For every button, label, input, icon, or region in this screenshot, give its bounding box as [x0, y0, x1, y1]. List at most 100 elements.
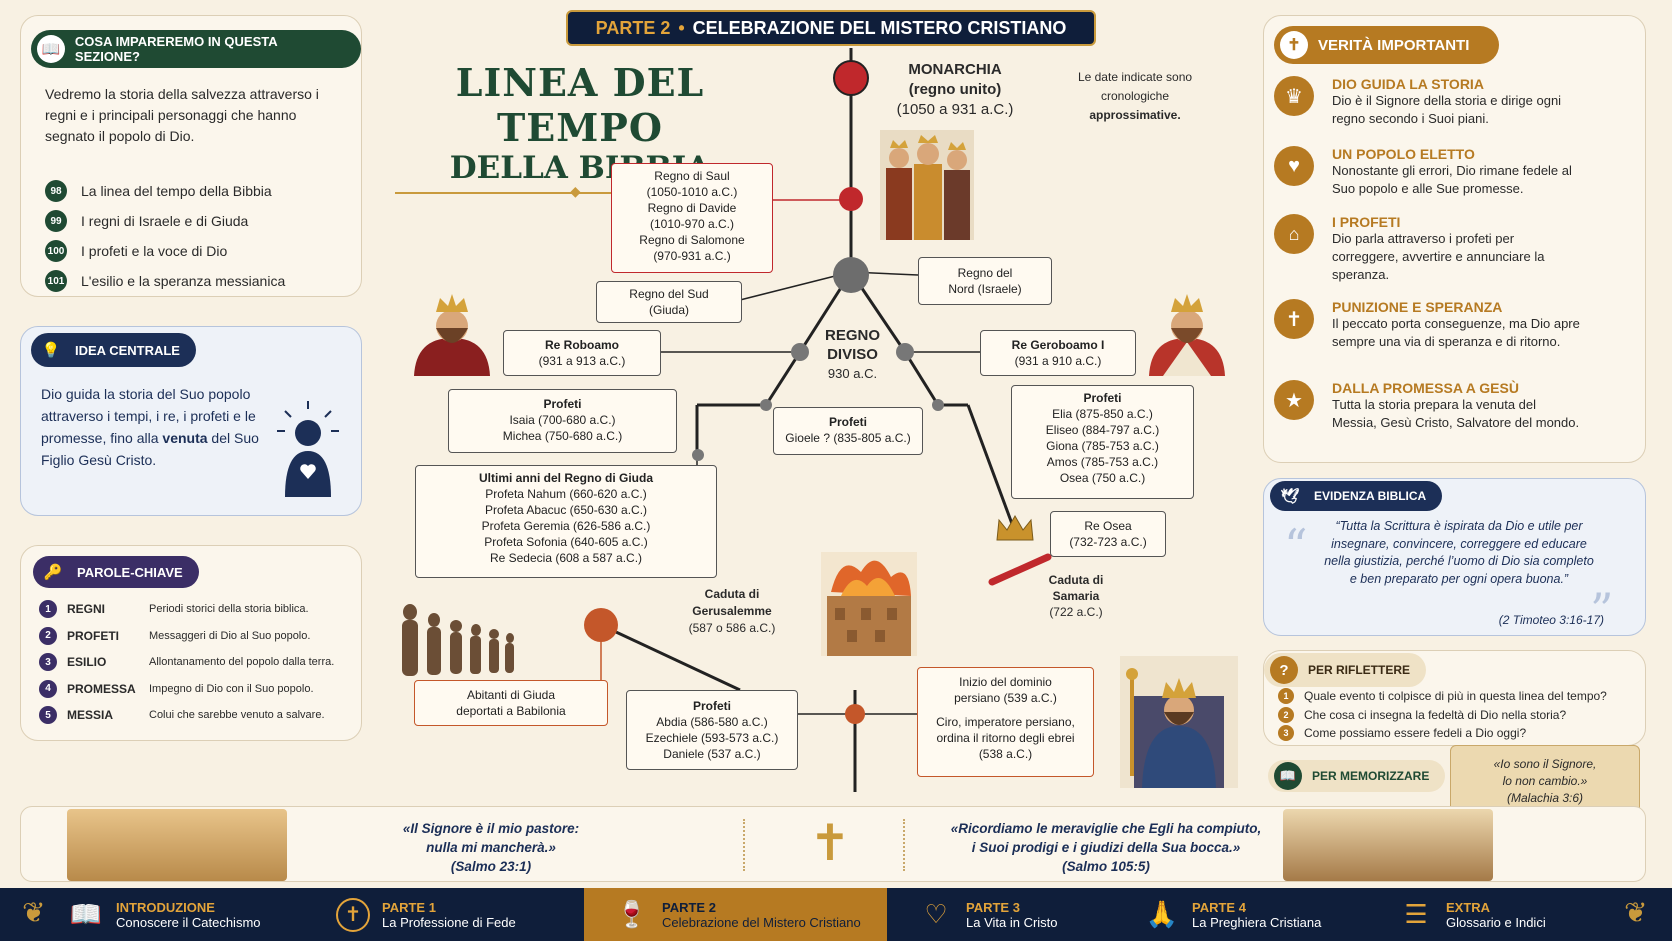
united-kings-box[interactable]: Regno di Saul(1050-1010 a.C.) Regno di D…: [611, 163, 773, 273]
learn-title-pill: 📖 COSA IMPAREREMO IN QUESTA SEZIONE?: [31, 30, 361, 68]
timeline-dot-small: [760, 399, 772, 411]
book-icon: 📖: [69, 899, 103, 929]
kings-illustration: [880, 130, 974, 240]
nav-active-bg: [584, 888, 887, 941]
gold-cross-icon: ✝: [809, 815, 851, 871]
key-icon: 🔑: [43, 564, 63, 581]
evidence-quote: “Tutta la Scrittura è ispirata da Dio e …: [1324, 519, 1594, 586]
timeline-dot-small: [932, 399, 944, 411]
divider: [903, 819, 905, 871]
nav-ornament-right: ❦: [1624, 897, 1648, 928]
praying-hands-icon: 🙏: [1145, 899, 1179, 929]
ornament-divider: ◆: [395, 184, 765, 200]
open-quote-icon: “: [1284, 519, 1308, 573]
burning-city-illustration: [821, 552, 917, 656]
learn-intro: Vedremo la storia della salvezza attrave…: [45, 86, 319, 144]
king-roboamo-illustration: [408, 292, 496, 376]
timeline-dot-split: [833, 257, 869, 293]
shield-cross-icon: ✝: [1280, 31, 1308, 59]
south-kingdom-box[interactable]: Regno del Sud(Giuda): [596, 281, 742, 323]
evidence-reference: (2 Timoteo 3:16-17): [1498, 613, 1604, 627]
roboamo-box[interactable]: Re Roboamo(931 a 913 a.C.): [503, 330, 661, 376]
heart-icon: ♥: [1274, 146, 1314, 186]
heart-icon: ♡: [924, 899, 948, 929]
psalm23-quote: «Il Signore è il mio pastore:nulla mi ma…: [402, 821, 580, 874]
timeline-dot-monarchia: [833, 60, 869, 96]
timeline-dot-small: [692, 449, 704, 461]
exiles-illustration: [398, 600, 518, 680]
jerusalem-illustration: [1283, 809, 1493, 881]
truths-card: ✝ VERITÀ IMPORTANTI ♛ DIO GUIDA LA STORI…: [1263, 15, 1646, 463]
last-years-judah-box[interactable]: Ultimi anni del Regno di Giuda Profeta N…: [415, 465, 717, 578]
dove-icon: 🕊: [1280, 488, 1300, 505]
shepherd-illustration: [67, 809, 287, 881]
prophets-exile-box[interactable]: Profeti Abdia (586-580 a.C.)Ezechiele (5…: [626, 690, 798, 770]
bible-icon: 📖: [1274, 762, 1302, 790]
cross-circle-icon: ✝: [336, 897, 370, 932]
crown-icon: [995, 514, 1035, 542]
footer-quote-band: «Il Signore è il mio pastore:nulla mi ma…: [20, 806, 1646, 882]
reflect-title-pill: ? PER RIFLETTERE: [1264, 653, 1427, 687]
crown-icon: ♛: [1274, 76, 1314, 116]
osea-box[interactable]: Re Osea(732-723 a.C.): [1050, 511, 1166, 557]
learn-card: 📖 COSA IMPAREREMO IN QUESTA SEZIONE? Ved…: [20, 15, 362, 297]
header-part: PARTE 2: [595, 17, 671, 38]
open-book-icon: 📖: [37, 35, 65, 63]
memorize-scroll: «Io sono il Signore,lo non cambio.»(Mala…: [1450, 745, 1640, 815]
header-banner: PARTE 2 • CELEBRAZIONE DEL MISTERO CRIST…: [566, 10, 1096, 46]
header-title: CELEBRAZIONE DEL MISTERO CRISTIANO: [692, 17, 1067, 38]
divider: [743, 819, 745, 871]
king-geroboamo-illustration: [1143, 292, 1231, 376]
timeline-dot-persia: [845, 704, 865, 724]
cyrus-illustration: [1120, 656, 1238, 788]
geroboamo-box[interactable]: Re Geroboamo I(931 a 910 a.C.): [980, 330, 1136, 376]
idea-title-pill: 💡 IDEA CENTRALE: [31, 333, 196, 367]
lightbulb-icon: 💡: [41, 342, 61, 359]
psalm105-quote: «Ricordiamo le meraviglie che Egli ha co…: [950, 821, 1262, 874]
chalice-icon: 🍷: [615, 899, 649, 929]
person-heart-icon: [273, 399, 343, 499]
header-dot: •: [678, 17, 685, 38]
prophets-north-box[interactable]: Profeti Elia (875-850 a.C.)Eliseo (884-7…: [1011, 385, 1194, 499]
idea-text: Dio guida la storia del Suo popolo attra…: [41, 386, 259, 468]
memorize-pill: 📖 PER MEMORIZZARE: [1268, 760, 1446, 792]
monarchia-label: MONARCHIA(regno unito)(1050 a 931 a.C.): [896, 61, 1014, 118]
idea-card: 💡 IDEA CENTRALE Dio guida la storia del …: [20, 326, 362, 516]
evidence-card: 🕊 EVIDENZA BIBLICA “ “Tutta la Scrittura…: [1263, 478, 1646, 637]
nav-ornament-left: ❦: [22, 897, 46, 928]
truths-title-pill: ✝ VERITÀ IMPORTANTI: [1274, 26, 1500, 64]
timeline-dot-kings: [839, 187, 863, 211]
